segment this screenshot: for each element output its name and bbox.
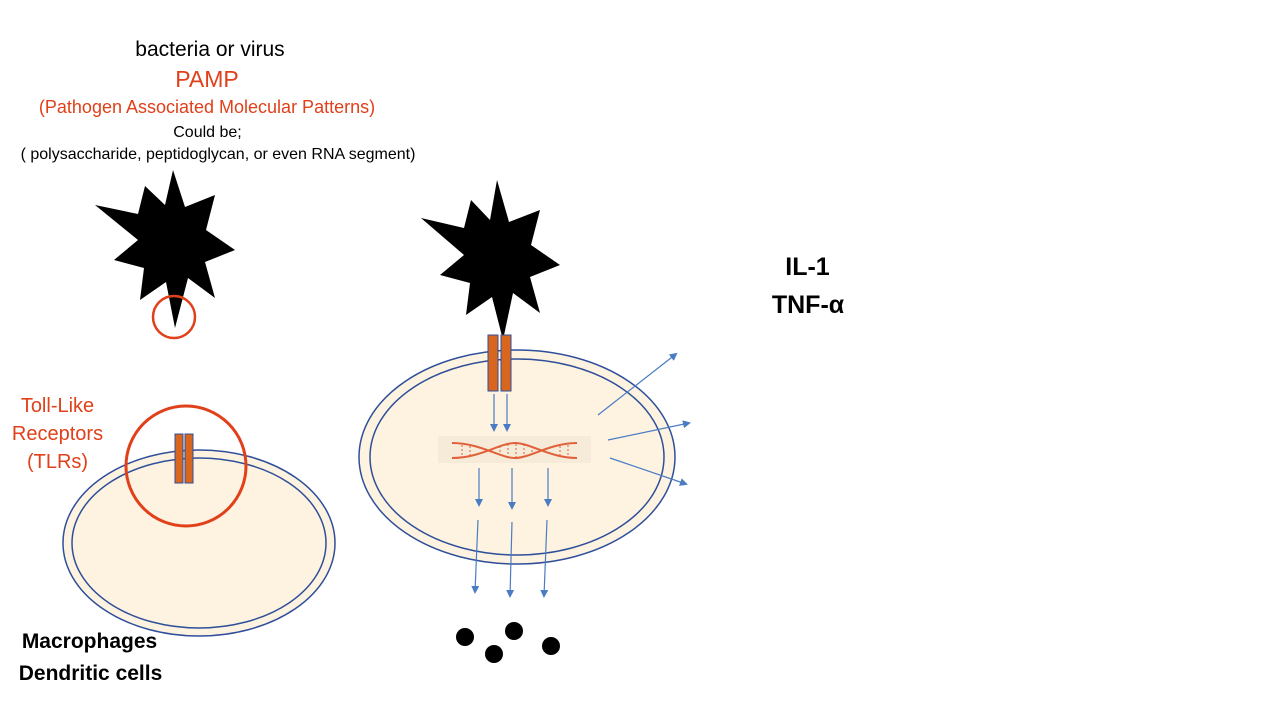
cytokine-arrow bbox=[597, 352, 678, 416]
pamp-examples: ( polysaccharide, peptidoglycan, or even… bbox=[20, 146, 416, 163]
pamp-full-name: (Pathogen Associated Molecular Patterns) bbox=[38, 97, 376, 117]
dna-double-helix bbox=[438, 436, 591, 463]
tlr-label-line2: Receptors bbox=[11, 423, 104, 445]
cytokine-arrow bbox=[607, 420, 691, 441]
resting-cell-inner-membrane bbox=[71, 457, 327, 629]
resting-cell bbox=[62, 449, 336, 637]
secreted-particle bbox=[485, 645, 503, 663]
could-be-label: Could be; bbox=[173, 124, 242, 141]
tlr-receptor-left bbox=[174, 433, 194, 484]
secretion-arrow bbox=[506, 521, 515, 598]
pamp-title: PAMP bbox=[175, 66, 239, 92]
secreted-particle bbox=[505, 622, 523, 640]
tlr-receptor-right bbox=[487, 334, 512, 392]
pathogen-source-label: bacteria or virus bbox=[135, 38, 285, 61]
tlr-label-line3: (TLRs) bbox=[26, 451, 89, 473]
tlr-label-line1: Toll-Like bbox=[20, 395, 95, 417]
secreted-particle bbox=[456, 628, 474, 646]
cytokine-arrow bbox=[609, 457, 688, 486]
secretion-arrow bbox=[540, 519, 549, 598]
cell-type-dendritic: Dendritic cells bbox=[18, 662, 163, 685]
cytokine-tnf-alpha: TNF-α bbox=[771, 291, 845, 319]
cytokine-il1: IL-1 bbox=[785, 253, 830, 281]
secretion-arrow bbox=[471, 519, 480, 594]
resting-cell-outer-membrane bbox=[62, 449, 336, 637]
cell-type-macrophages: Macrophages bbox=[21, 630, 158, 653]
activated-cell-inner-membrane bbox=[369, 358, 665, 556]
tlr-highlight-circle bbox=[124, 404, 248, 528]
pathogen-starburst-left bbox=[95, 170, 235, 328]
pathogen-starburst-right bbox=[421, 180, 560, 340]
secreted-particle bbox=[542, 637, 560, 655]
pamp-highlight-circle bbox=[151, 294, 197, 340]
